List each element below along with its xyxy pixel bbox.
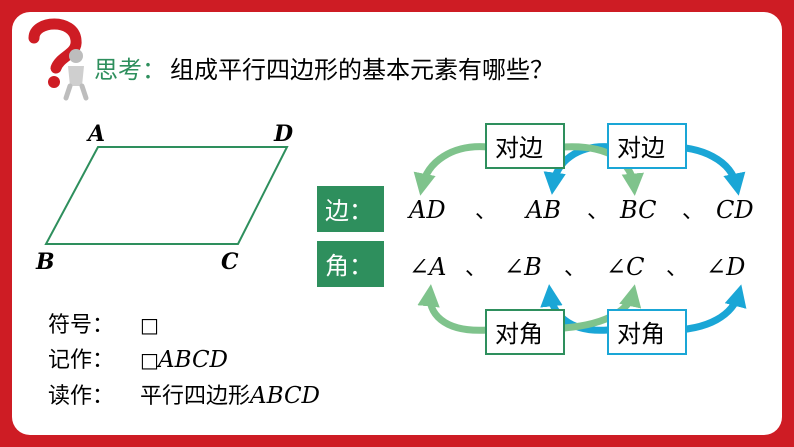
slide-canvas: 思考： 组成平行四边形的基本元素有哪些？ A D B C 符号： □ 记作： □… — [28, 18, 754, 409]
read-name: ABCD — [248, 383, 320, 409]
angle-separator-3: 、 — [666, 256, 688, 281]
angle-separator-1: 、 — [465, 256, 487, 281]
opposite-angle-label-green: 对角 — [495, 320, 543, 348]
opposite-side-box-green — [485, 123, 565, 169]
angle-c: ∠C — [606, 253, 644, 281]
written-symbol: □ — [140, 348, 159, 372]
written-name: ABCD — [156, 347, 228, 373]
read-label: 读作： — [48, 384, 114, 409]
side-separator-1: 、 — [475, 199, 497, 224]
angle-separator-2: 、 — [564, 256, 586, 281]
angle-d: ∠D — [706, 253, 745, 281]
opposite-side-label-blue: 对边 — [617, 134, 665, 162]
header-question: 组成平行四边形的基本元素有哪些？ — [170, 56, 554, 84]
side-ab: AB — [524, 196, 561, 224]
opposite-angle-label-blue: 对角 — [617, 320, 665, 348]
read-text: 平行四边形 — [140, 384, 250, 409]
parallelogram-shape — [44, 146, 289, 245]
side-ad: AD — [407, 196, 446, 224]
arrow-opposite-side-mid — [543, 143, 613, 195]
vertex-c-label: C — [221, 249, 239, 275]
side-cd: CD — [716, 196, 754, 224]
side-separator-2: 、 — [587, 199, 609, 224]
angles-label: 角： — [325, 252, 373, 280]
opposite-side-label-green: 对边 — [495, 134, 543, 162]
written-label: 记作： — [48, 348, 114, 373]
question-figure-icon — [28, 18, 89, 101]
angle-b: ∠B — [504, 253, 542, 281]
arrow-angle-to-a — [417, 284, 489, 334]
vertex-b-label: B — [35, 249, 55, 275]
opposite-side-box-blue — [607, 123, 687, 169]
sides-label: 边： — [325, 197, 373, 225]
symbol-value: □ — [140, 313, 159, 337]
angles-label-box — [317, 241, 384, 287]
slide-card: 思考： 组成平行四边形的基本元素有哪些？ A D B C 符号： □ 记作： □… — [12, 12, 782, 435]
header-label: 思考： — [94, 56, 166, 84]
symbol-label: 符号： — [48, 313, 114, 338]
opposite-angle-box-green — [485, 309, 565, 355]
side-separator-3: 、 — [682, 199, 704, 224]
vertex-d-label: D — [273, 121, 293, 147]
side-bc: BC — [619, 196, 656, 224]
opposite-angle-box-blue — [607, 309, 687, 355]
vertex-a-label: A — [86, 121, 105, 147]
arrow-side-to-ad — [413, 143, 489, 196]
angle-a: ∠A — [409, 253, 446, 281]
sides-label-box — [317, 186, 384, 232]
